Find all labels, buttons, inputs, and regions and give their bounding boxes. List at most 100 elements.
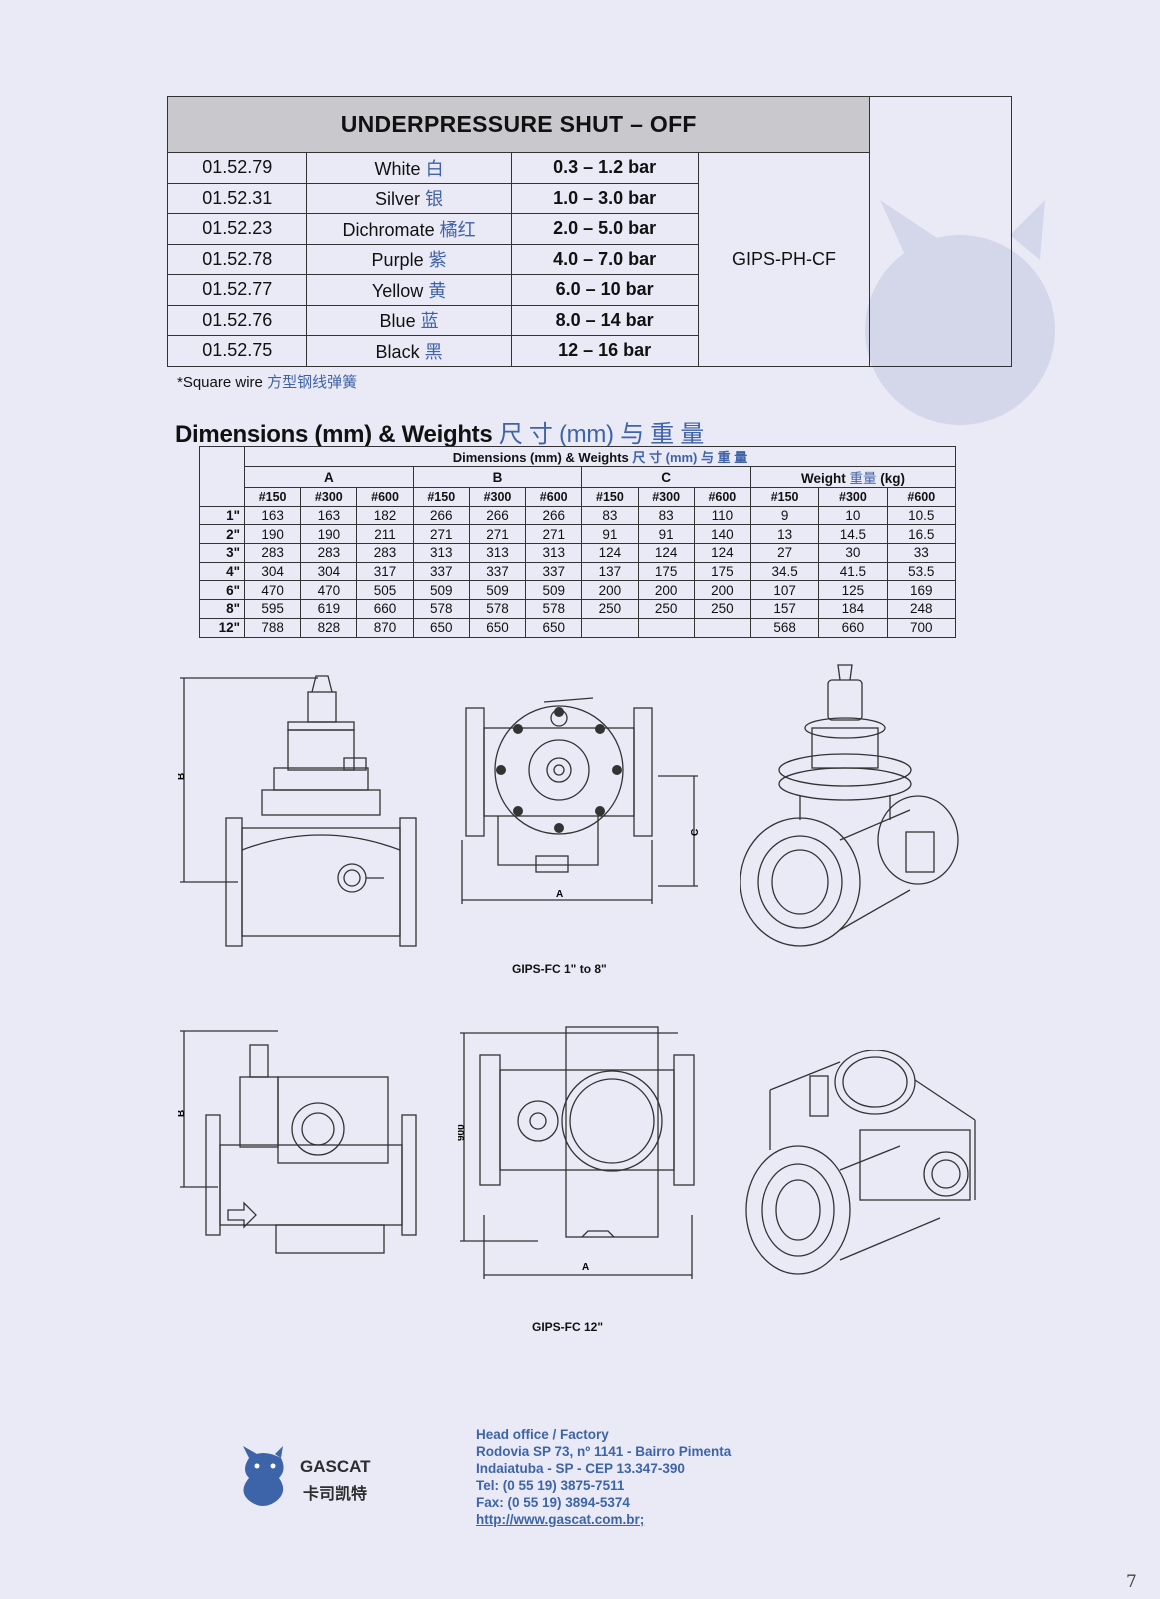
table-cell: 283: [356, 543, 414, 563]
class-header: #150: [581, 487, 639, 507]
class-header: #600: [525, 487, 583, 507]
table-cell: 509: [412, 580, 470, 601]
pressure-range: 8.0 – 14 bar: [510, 304, 699, 336]
table-cell: 30: [818, 543, 888, 563]
class-header: #150: [749, 487, 820, 507]
table-cell: 200: [637, 580, 695, 601]
fax-line: Fax: (0 55 19) 3894-5374: [476, 1495, 630, 1510]
table-cell: 250: [581, 599, 639, 619]
table-cell: 283: [243, 543, 302, 563]
table-cell: 248: [886, 599, 957, 619]
table-cell: 211: [356, 524, 414, 545]
table-cell: 266: [468, 505, 527, 526]
table-cell: 125: [818, 580, 888, 601]
table-cell: 337: [412, 561, 470, 582]
valve-size: 8": [199, 599, 245, 619]
valve-size: 1": [199, 505, 245, 526]
dim-label-c: C: [690, 829, 701, 836]
valve-12in-side-drawing: B: [178, 1030, 417, 1254]
part-code: 01.52.76: [166, 304, 308, 336]
valve-side-view-drawing: B: [178, 675, 417, 947]
spring-note: *Square wire 方型钢线弹簧: [177, 374, 358, 391]
table-cell: 568: [749, 617, 820, 638]
table-cell: 595: [243, 599, 302, 619]
spring-color: Purple 紫: [306, 243, 512, 275]
class-header: #300: [468, 487, 527, 507]
table-cell: 304: [243, 561, 302, 582]
part-code: 01.52.75: [166, 335, 308, 367]
table-cell: 91: [581, 524, 639, 545]
class-header: #300: [818, 487, 888, 507]
table-cell: 91: [637, 524, 695, 545]
table-cell: 110: [693, 505, 751, 526]
table-cell: 83: [637, 505, 695, 526]
valve-top-view-drawing: A C: [461, 697, 701, 904]
table-cell: 10.5: [886, 505, 957, 526]
table-cell: 190: [243, 524, 302, 545]
part-code: 01.52.31: [166, 182, 308, 214]
spring-color: Black 黑: [306, 335, 512, 367]
table-cell: 34.5: [749, 561, 820, 582]
table-cell: 317: [356, 561, 414, 582]
table-cell: 828: [300, 617, 358, 638]
brand-name: GASCAT: [300, 1457, 371, 1476]
table-cell: 200: [693, 580, 751, 601]
table-cell: 700: [886, 617, 957, 638]
table-cell: 27: [749, 543, 820, 563]
empty-cell: [869, 96, 1012, 367]
brand-name-cn: 卡司凯特: [303, 1486, 368, 1503]
class-header: #600: [886, 487, 957, 507]
table-cell: 578: [412, 599, 470, 619]
table-cell: 175: [693, 561, 751, 582]
table-cell: 137: [581, 561, 639, 582]
dim-label-b: B: [178, 773, 187, 780]
gascat-cat-logo: [243, 1446, 284, 1506]
table-cell: 271: [412, 524, 470, 545]
website-link[interactable]: http://www.gascat.com.br;: [476, 1512, 645, 1527]
valve-size: 2": [199, 524, 245, 545]
table-row: 01.52.77 Yellow 黄 6.0 – 10 bar: [166, 274, 1012, 306]
spring-color: Dichromate 橘红: [306, 213, 512, 245]
valve-12in-front-drawing: A 900: [458, 1026, 695, 1279]
table-cell: 788: [243, 617, 302, 638]
table-row: 01.52.76 Blue 蓝 8.0 – 14 bar: [166, 304, 1012, 336]
table-cell: 509: [468, 580, 527, 601]
table-cell: 660: [818, 617, 888, 638]
table-row: 01.52.75 Black 黑 12 – 16 bar: [166, 335, 1012, 367]
pressure-range: 1.0 – 3.0 bar: [510, 182, 699, 214]
valve-isometric-drawing: [740, 664, 959, 947]
table-cell: 505: [356, 580, 414, 601]
dim-label-b: B: [178, 1110, 187, 1117]
table-row: 01.52.79 White 白 0.3 – 1.2 bar GIPS-PH-C…: [166, 152, 1012, 367]
table-cell: 271: [525, 524, 583, 545]
valve-size: 3": [199, 543, 245, 563]
table-cell: 124: [637, 543, 695, 563]
valve-size: 6": [199, 580, 245, 601]
table-cell: 266: [525, 505, 583, 526]
table-row: 01.52.78 Purple 紫 4.0 – 7.0 bar: [166, 243, 1012, 275]
part-code: 01.52.77: [166, 274, 308, 306]
table-cell: 200: [581, 580, 639, 601]
class-header: #600: [356, 487, 414, 507]
table-cell: 650: [412, 617, 470, 638]
class-header: #150: [412, 487, 470, 507]
dimensions-table: Dimensions (mm) & Weights 尺 寸 (mm) 与 重 量…: [199, 446, 957, 638]
pressure-range: 6.0 – 10 bar: [510, 274, 699, 306]
table-cell: 163: [300, 505, 358, 526]
table-cell: 619: [300, 599, 358, 619]
valve-size: 4": [199, 561, 245, 582]
spring-color: White 白: [306, 152, 512, 184]
class-header: #300: [300, 487, 358, 507]
dim-label-a: A: [582, 1262, 589, 1273]
group-header-weight: Weight 重量 (kg): [749, 466, 957, 488]
table-cell: [693, 617, 751, 638]
table-cell: 578: [525, 599, 583, 619]
table-cell: 870: [356, 617, 414, 638]
table-cell: 271: [468, 524, 527, 545]
